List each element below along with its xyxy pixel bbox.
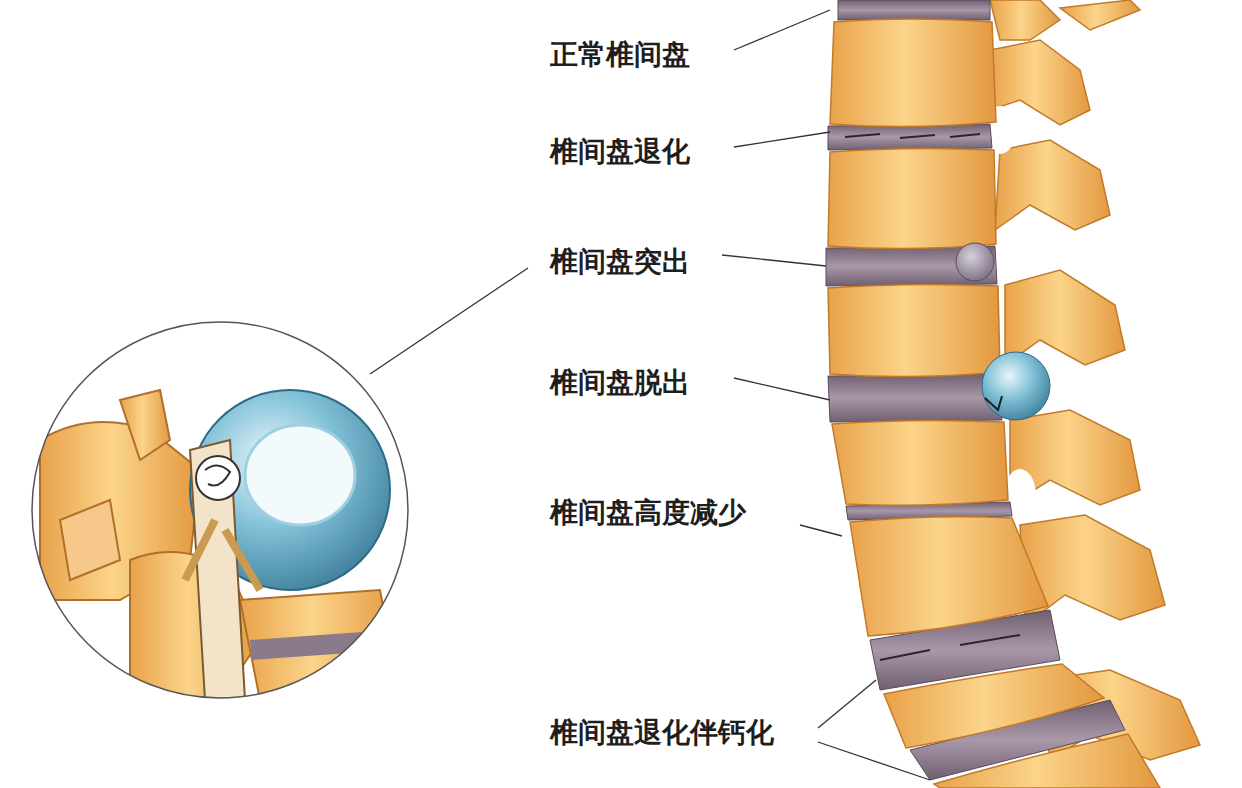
intervertebral-discs [826, 0, 1125, 780]
part-label: 正常椎间盘 [548, 38, 692, 72]
part-label: 椎间盘高度减少 [548, 496, 748, 530]
disc-herniation [982, 352, 1050, 420]
herniation-crack [985, 396, 1002, 410]
vertebral-bodies [828, 19, 1160, 788]
inset-magnification [32, 322, 408, 700]
part-label: 椎间盘突出 [548, 245, 692, 279]
leader-lines [370, 10, 930, 780]
part-label: 椎间盘脱出 [548, 366, 692, 400]
disc-bulge [956, 243, 994, 281]
part-label: 椎间盘退化 [548, 135, 692, 169]
part-label: 椎间盘退化伴钙化 [548, 716, 776, 750]
